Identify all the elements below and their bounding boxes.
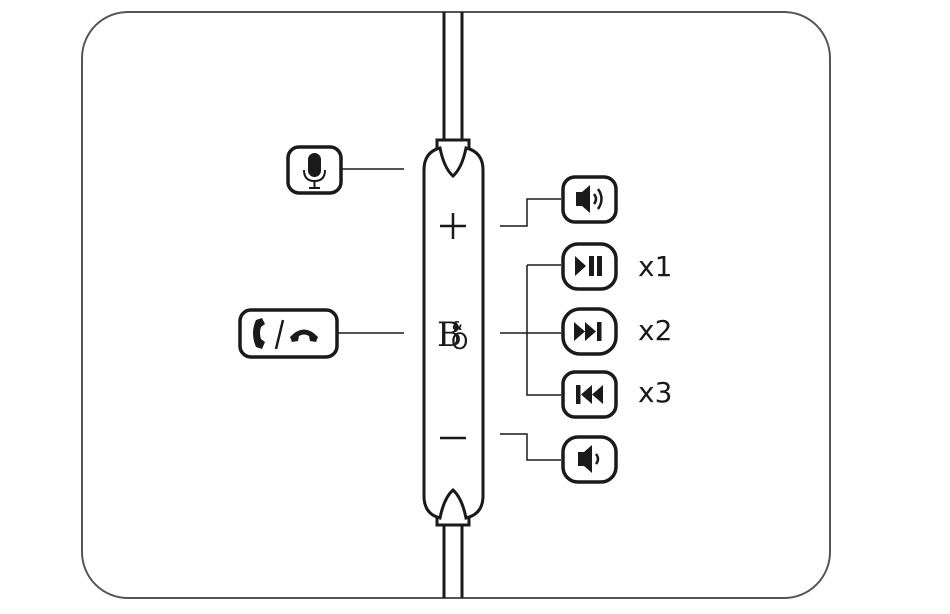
volume-up-button[interactable]	[440, 213, 466, 239]
press-count-x3: x3	[638, 376, 672, 409]
volume-down-icon	[561, 435, 618, 484]
volume-up-connector-line	[500, 198, 561, 227]
logo-letter-b: B	[437, 315, 462, 355]
press-count-x1: x1	[638, 250, 672, 283]
logo-letter-o: O	[451, 330, 468, 355]
call-answer-end-icon	[238, 308, 339, 359]
center-button[interactable]: B & O	[437, 315, 468, 355]
diagram-frame	[81, 11, 831, 599]
remote-body	[422, 146, 485, 520]
next-track-icon	[561, 307, 618, 356]
microphone-icon	[286, 145, 343, 195]
logo-ampersand: &	[452, 319, 462, 333]
play-pause-icon	[561, 242, 618, 291]
previous-track-icon	[561, 370, 618, 419]
center-connector-lines	[500, 264, 561, 396]
volume-up-icon	[561, 175, 618, 224]
volume-down-connector-line	[500, 433, 561, 461]
press-count-x2: x2	[638, 314, 672, 347]
